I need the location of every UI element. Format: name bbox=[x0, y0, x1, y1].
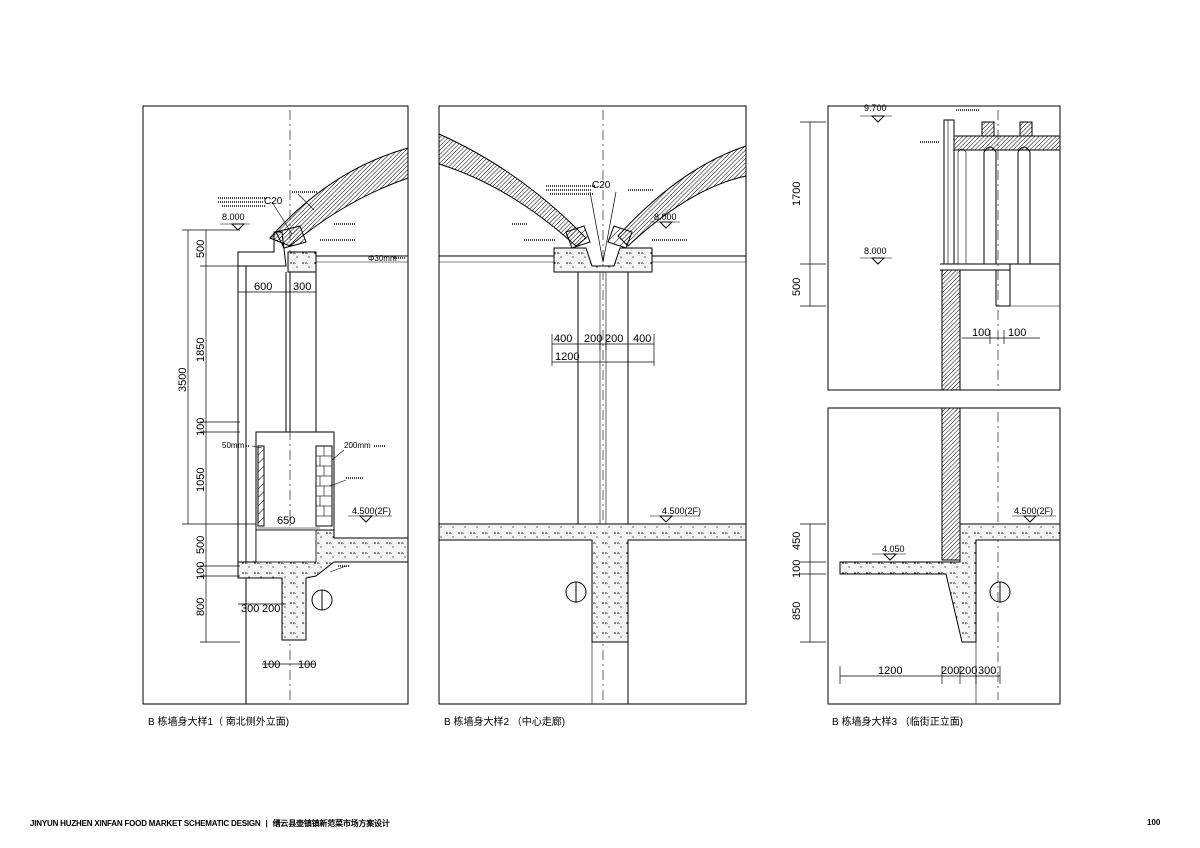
p2-dim-total: 1200 bbox=[555, 351, 579, 363]
p3-dim-h-200b: 200 bbox=[959, 665, 977, 677]
p3-dim-h-100a: 100 bbox=[972, 327, 990, 339]
center-v bbox=[589, 191, 617, 263]
p2-dim-h-400b: 400 bbox=[633, 333, 651, 345]
p1-dim-h-300: 300 bbox=[293, 281, 311, 293]
parapet-hatch bbox=[257, 445, 265, 527]
p1-dim-h-base-300: 300 bbox=[241, 603, 259, 615]
roof-cap bbox=[953, 135, 1061, 151]
footer-separator: | bbox=[265, 819, 268, 828]
p3-dim-v-1700: 1700 bbox=[791, 182, 803, 206]
p1-level-2f: 4.500(2F) bbox=[352, 506, 391, 516]
p1-dim-h-base-200: 200 bbox=[262, 603, 280, 615]
right-arch bbox=[617, 145, 747, 247]
detail-panel-3-bottom bbox=[800, 407, 1061, 705]
detail-panel-2 bbox=[438, 105, 747, 705]
panel-3-top-labels: 1700 500 100 100 9.700 8.000 bbox=[791, 103, 1026, 339]
wall-hatch-bottom bbox=[941, 407, 961, 561]
page-number: 100 bbox=[1147, 818, 1161, 827]
p3-dim-h-200a: 200 bbox=[941, 665, 959, 677]
panel-2-frame bbox=[438, 105, 747, 705]
left-gutter bbox=[565, 225, 591, 249]
p1-dim-total: 3500 bbox=[177, 368, 189, 392]
p1-pipe-note: Φ30mm bbox=[368, 254, 397, 263]
p1-dim-h-600: 600 bbox=[254, 281, 272, 293]
roof-arch bbox=[269, 147, 409, 247]
p2-level-top: 8.000 bbox=[654, 212, 677, 222]
p2-dim-h-400a: 400 bbox=[554, 333, 572, 345]
footer-title: JINYUN HUZHEN XINFAN FOOD MARKET SCHEMAT… bbox=[30, 819, 261, 828]
p2-dim-h-200b: 200 bbox=[605, 333, 623, 345]
detail-panel-1 bbox=[142, 105, 409, 705]
floor-slab-3 bbox=[839, 523, 1061, 643]
panel-3-bottom-labels: 450 100 850 1200 200 200 300 4.500(2F) 4… bbox=[791, 506, 1053, 677]
floor-slab-2 bbox=[438, 523, 747, 643]
caption-panel-2: B 栋墙身大样2 （中心走廊) bbox=[444, 717, 566, 728]
p2-c20: C20 bbox=[592, 180, 611, 191]
p1-dim-h-650: 650 bbox=[277, 515, 295, 527]
p1-dim-h-bottom-100a: 100 bbox=[262, 659, 280, 671]
p3-level-2f: 4.500(2F) bbox=[1014, 506, 1053, 516]
caption-panel-3: B 栋墙身大样3 （临街正立面) bbox=[832, 717, 964, 728]
p1-c20: C20 bbox=[264, 196, 283, 207]
panel-2-labels: 400 200 200 400 1200 8.000 4.500(2F) C20 bbox=[554, 180, 701, 516]
left-arch bbox=[438, 133, 587, 247]
p1-note-200mm: 200mm bbox=[344, 441, 371, 450]
p3-dim-v-100: 100 bbox=[791, 560, 803, 578]
parapet-panel bbox=[943, 119, 955, 265]
p2-level-2f: 4.500(2F) bbox=[662, 506, 701, 516]
p1-dim-v-1850: 1850 bbox=[195, 338, 207, 362]
p3-level-top: 9.700 bbox=[864, 103, 887, 113]
p1-dim-v-800: 800 bbox=[195, 598, 207, 616]
detail-panel-3-top bbox=[800, 105, 1061, 391]
p3-dim-v-500: 500 bbox=[791, 278, 803, 296]
p1-dim-h-bottom-100b: 100 bbox=[298, 659, 316, 671]
p3-dim-v-850: 850 bbox=[791, 602, 803, 620]
center-beam bbox=[553, 247, 653, 273]
p3-level-mid: 8.000 bbox=[864, 246, 887, 256]
p1-dim-v-1050: 1050 bbox=[195, 468, 207, 492]
p3-level-low: 4.050 bbox=[882, 544, 905, 554]
caption-panel-1: B 栋墙身大样1（ 南北侧外立面) bbox=[148, 717, 290, 728]
top-beam bbox=[237, 231, 287, 267]
p1-dim-v-100b: 100 bbox=[195, 562, 207, 580]
p3-dim-h-100b: 100 bbox=[1008, 327, 1026, 339]
p3-dim-h-300: 300 bbox=[978, 665, 996, 677]
p1-note-50mm: 50mm bbox=[222, 441, 245, 450]
wall-hatch-top bbox=[941, 269, 961, 391]
top-cap-beam bbox=[287, 251, 317, 273]
footer-title-block: JINYUN HUZHEN XINFAN FOOD MARKET SCHEMAT… bbox=[30, 818, 390, 829]
p1-dim-v-100a: 100 bbox=[195, 418, 207, 436]
p1-dim-v-500b: 500 bbox=[195, 536, 207, 554]
p3-dim-v-450: 450 bbox=[791, 532, 803, 550]
footer-subtitle: 缙云县壶镇镇新范菜市场方案设计 bbox=[272, 819, 390, 828]
p1-dim-v-500a: 500 bbox=[195, 240, 207, 258]
p2-dim-h-200a: 200 bbox=[584, 333, 602, 345]
p1-level-top: 8.000 bbox=[222, 212, 245, 222]
panel-1-frame bbox=[142, 105, 409, 705]
panel-1-labels: 500 1850 100 1050 500 100 800 3500 600 3… bbox=[177, 196, 397, 671]
p3-dim-h-1200: 1200 bbox=[878, 665, 902, 677]
